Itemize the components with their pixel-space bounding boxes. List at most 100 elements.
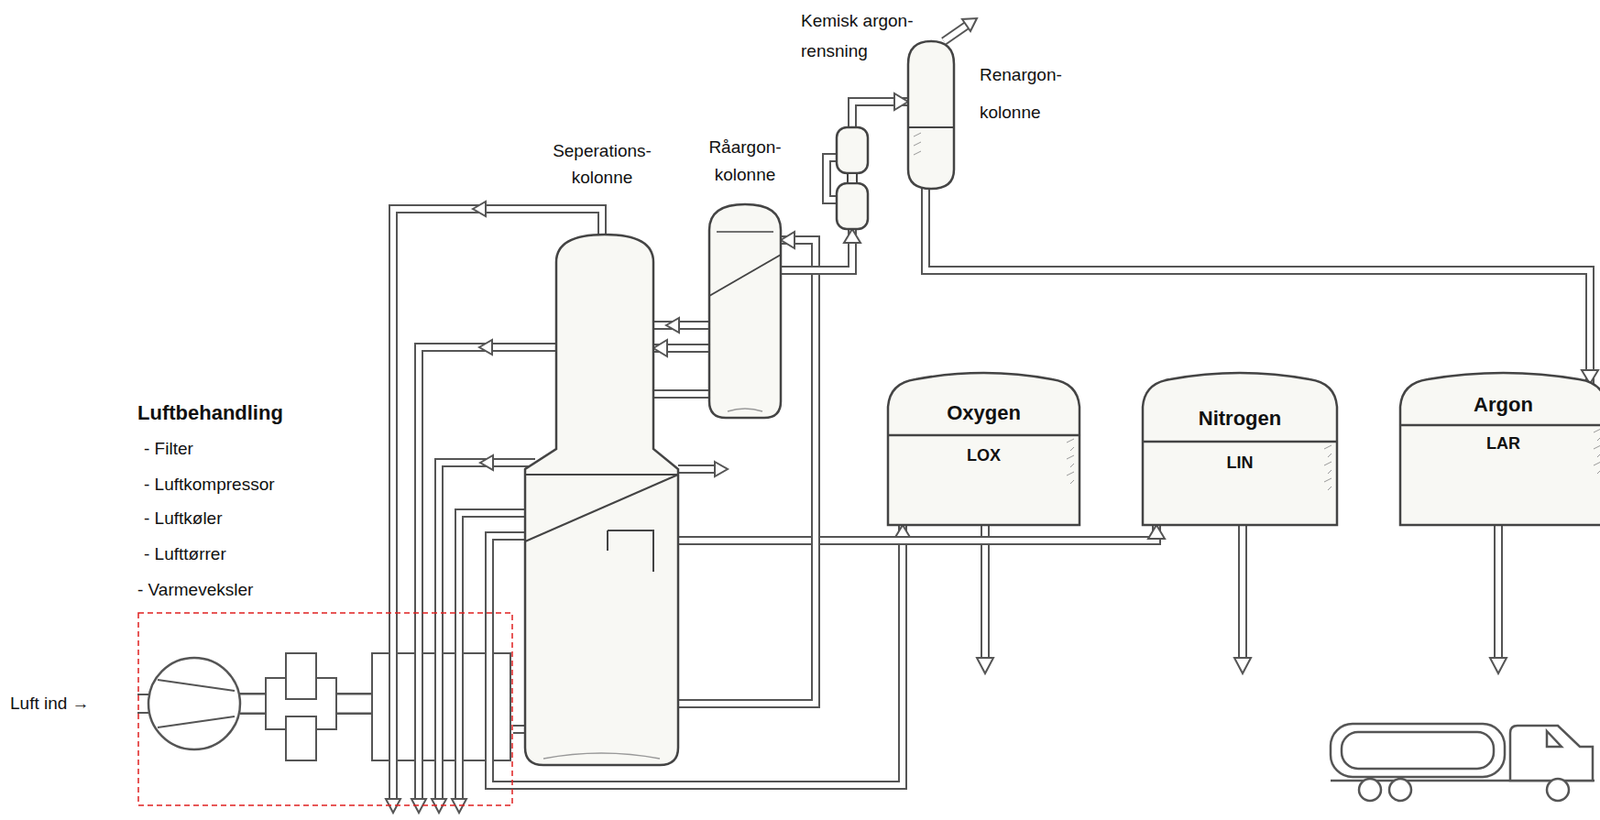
text-slot: LIN — [1142, 452, 1337, 473]
shape-part — [709, 204, 781, 418]
shape-part — [1597, 470, 1600, 474]
pipe-line — [513, 724, 526, 735]
text-slot: Oxygen — [887, 401, 1080, 426]
node-heading: Nitrogen — [1142, 406, 1337, 431]
shape-part — [913, 132, 921, 155]
shape-part — [1142, 372, 1337, 526]
shape-part — [1327, 453, 1332, 458]
pure-argon-column: Renargon- kolonne — [908, 41, 954, 189]
text-slot: Kemisk argon-rensning — [800, 5, 925, 66]
shape-part — [1066, 471, 1074, 476]
node-text: - Filter — [143, 438, 401, 461]
crude-argon-column: Råargon- kolonne — [709, 204, 781, 418]
shape-part — [1066, 455, 1074, 460]
node-heading: Kemisk argon-rensning — [800, 5, 925, 66]
pipe-connector — [852, 93, 909, 128]
purifier-vessel: Kemisk argon-rensning — [836, 127, 868, 230]
shape-part — [525, 234, 679, 766]
shape-part — [1066, 438, 1074, 443]
shape-part — [1400, 372, 1600, 526]
flow-arrows — [385, 18, 1507, 813]
pipe-line — [925, 188, 1590, 384]
vent-arrow — [962, 18, 977, 32]
node-text: - Luftkompressor — [143, 473, 401, 496]
pipe-line — [513, 726, 526, 733]
text-slot: - Luftkøler — [143, 507, 401, 530]
flow-arrow — [1234, 657, 1251, 674]
flow-label: Luft ind → — [10, 692, 90, 715]
pipe-line — [780, 229, 853, 271]
shape-part — [543, 753, 660, 759]
node-text: LAR — [1400, 433, 1600, 454]
arrow-head — [1148, 525, 1165, 539]
storage-tank: OxygenLOX — [887, 372, 1080, 526]
shape-part — [525, 474, 679, 542]
flow-arrow — [666, 317, 680, 333]
shape-part — [727, 408, 763, 412]
text-slot: Seperations- kolonne — [547, 137, 658, 191]
cooler-symbol — [285, 653, 317, 700]
truck-window — [1546, 731, 1562, 747]
shape-part — [836, 183, 868, 230]
compressor-symbol — [148, 657, 241, 750]
flow-arrow — [472, 201, 486, 217]
node-outline — [908, 41, 954, 189]
truck-wheel — [1389, 778, 1412, 801]
shape-part — [908, 126, 954, 129]
shape-part — [1070, 463, 1074, 468]
shape-part — [1070, 480, 1074, 484]
separation-column: Seperations- kolonne — [525, 234, 679, 766]
shape-part — [138, 613, 513, 806]
shape-part — [607, 530, 654, 572]
shape-part — [709, 254, 781, 296]
dryer-symbol — [285, 716, 317, 761]
node-heading: Renargon- kolonne — [979, 55, 1083, 132]
node-heading: Råargon- kolonne — [694, 133, 796, 189]
text-slot: LAR — [1400, 433, 1600, 454]
node-heading: Seperations- kolonne — [547, 137, 658, 191]
shape-part — [887, 434, 1080, 438]
node-outline — [525, 234, 679, 766]
text-slot: LOX — [887, 445, 1080, 466]
flow-arrow — [1490, 657, 1507, 674]
pipe-connector — [780, 229, 861, 271]
node-text: - Luftkøler — [143, 507, 401, 530]
shape-part — [847, 173, 857, 184]
pipe-line — [678, 525, 1157, 541]
node-outline — [137, 612, 514, 807]
shape-part — [1593, 428, 1600, 433]
shape-part — [836, 127, 868, 174]
arrow-head — [653, 339, 668, 357]
arrow-head — [843, 229, 861, 243]
shape-part — [908, 41, 954, 189]
text-slot: Råargon- kolonne — [694, 133, 796, 189]
node-heading: Oxygen — [887, 401, 1080, 426]
air-treatment-box: Luftbehandling- Filter- Luftkompressor- … — [137, 612, 514, 807]
node-text: - Lufttørrer — [143, 543, 401, 566]
truck-wheel — [1546, 778, 1569, 801]
node-outline — [1142, 372, 1337, 526]
node-heading: Luftbehandling — [137, 401, 395, 426]
node-text: - Varmeveksler — [137, 579, 395, 602]
shape-part — [1327, 470, 1332, 474]
text-slot: Nitrogen — [1142, 406, 1337, 431]
shape-part — [1400, 424, 1600, 428]
shape-part — [1070, 447, 1074, 451]
pipe-line — [678, 525, 1157, 541]
compressor-line — [157, 679, 235, 691]
shape-part — [1597, 453, 1600, 458]
flow-arrow — [976, 657, 994, 674]
node-text: LIN — [1142, 452, 1337, 473]
shape-part — [716, 230, 774, 233]
node-heading: Argon — [1400, 393, 1600, 417]
pipe-outline — [393, 24, 1499, 800]
arrow-head — [894, 93, 909, 110]
truck-tank — [1330, 723, 1505, 778]
text-slot: Argon — [1400, 393, 1600, 417]
pipe-connector — [925, 188, 1599, 384]
shape-part — [1597, 437, 1600, 441]
shape-part — [1324, 478, 1332, 483]
shape-part — [887, 372, 1080, 526]
pipe-connector — [678, 525, 1165, 541]
flow-arrow — [479, 339, 493, 355]
